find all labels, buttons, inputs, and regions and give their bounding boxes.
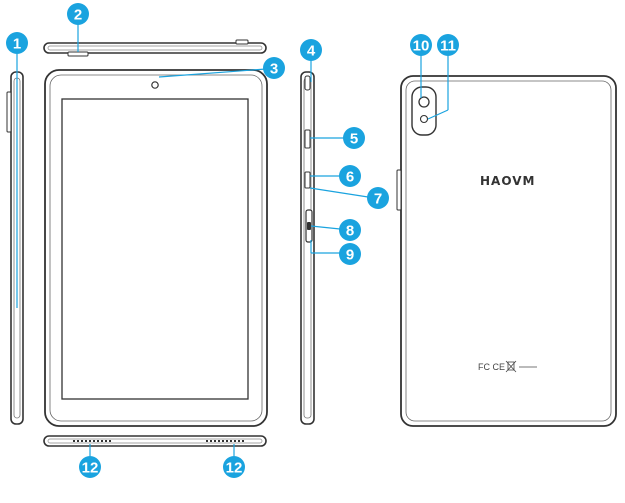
callout-badge-3: 3 <box>263 57 285 79</box>
callout-badge-9: 9 <box>339 243 361 265</box>
card-slot <box>304 129 311 149</box>
speaker-grille-left <box>73 440 111 442</box>
left-side-profile <box>6 54 24 425</box>
svg-text:9: 9 <box>346 247 354 264</box>
headphone-jack <box>304 75 311 91</box>
svg-text:1: 1 <box>13 36 21 53</box>
right-side-profile <box>300 58 369 425</box>
callout-badge-1: 1 <box>6 32 28 54</box>
screen <box>61 98 249 400</box>
svg-text:6: 6 <box>346 169 354 186</box>
power-button <box>307 222 311 230</box>
svg-text:12: 12 <box>226 460 243 477</box>
callout-line-3 <box>158 68 267 78</box>
fine-print <box>519 366 537 368</box>
svg-text:5: 5 <box>350 131 358 148</box>
callout-badges: 1 2 3 4 5 6 7 8 <box>6 3 459 478</box>
svg-text:10: 10 <box>413 38 430 55</box>
camera-module <box>411 86 437 136</box>
rear-camera <box>418 96 430 108</box>
top-edge-view <box>43 22 267 57</box>
svg-text:4: 4 <box>307 43 316 60</box>
front-camera <box>151 81 159 89</box>
usb-port <box>304 171 311 189</box>
callout-badge-8: 8 <box>339 219 361 241</box>
brand-logo: HAOVM <box>480 174 535 188</box>
bottom-edge-view <box>43 435 267 456</box>
svg-text:3: 3 <box>270 61 278 78</box>
recycle-bin-icon <box>505 360 517 373</box>
back-view: HAOVM FC CE <box>396 54 617 427</box>
callout-badge-12-left: 12 <box>79 456 101 478</box>
svg-text:2: 2 <box>74 7 82 24</box>
callout-badge-4: 4 <box>300 39 322 61</box>
callout-line-7 <box>309 187 369 198</box>
certification-marks: FC CE <box>478 362 505 372</box>
callout-badge-12-right: 12 <box>223 456 245 478</box>
callout-badge-11: 11 <box>437 34 459 56</box>
callout-line-8 <box>310 225 341 230</box>
speaker-grille-right <box>206 440 244 442</box>
callout-badge-5: 5 <box>343 127 365 149</box>
svg-text:7: 7 <box>374 191 382 208</box>
svg-text:8: 8 <box>346 223 354 240</box>
callout-badge-2: 2 <box>67 3 89 25</box>
front-view <box>44 68 268 427</box>
callout-badge-10: 10 <box>410 34 432 56</box>
callout-badge-6: 6 <box>339 165 361 187</box>
callout-badge-7: 7 <box>367 187 389 209</box>
flash <box>419 114 429 124</box>
svg-text:12: 12 <box>82 460 99 477</box>
svg-text:11: 11 <box>440 38 456 55</box>
